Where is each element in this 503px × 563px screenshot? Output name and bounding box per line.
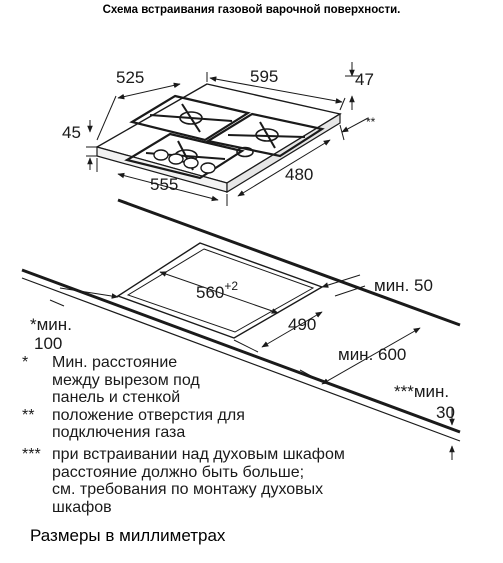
note-3-line-3: см. требования по монтажу духовых	[52, 481, 324, 498]
knob-4	[200, 162, 216, 174]
dim-min-100-label: *мин.	[30, 315, 72, 334]
dim-min-30-label: ***мин.	[394, 382, 449, 401]
gas-connection-marker: **	[366, 115, 376, 129]
dim-490: 490	[288, 315, 316, 334]
knob-1	[153, 149, 169, 161]
dim-595: 595	[250, 67, 278, 86]
dim-min-600: мин. 600	[338, 345, 406, 364]
knob-3	[183, 157, 199, 169]
knob-2	[168, 153, 184, 165]
dim-560: 560+2	[196, 279, 238, 302]
dim-min-100-value: 100	[34, 334, 62, 353]
dim-560-value: 560	[196, 283, 224, 302]
dim-47: 47	[355, 70, 374, 89]
note-2-mark: **	[22, 406, 35, 424]
note-2-line-2: подключения газа	[52, 424, 186, 441]
note-3-line-4: шкафов	[52, 498, 112, 516]
note-1-line-3: панель и стенкой	[52, 389, 181, 406]
worktop-front-line	[21, 277, 461, 442]
dim-min-30-value: 30	[436, 403, 455, 422]
burner-1	[179, 111, 203, 125]
diagram-title: Схема встраивания газовой варочной повер…	[102, 4, 401, 16]
note-1-line-1: Мин. расстояние	[52, 354, 178, 371]
dim-45: 45	[62, 123, 81, 142]
grate-left	[129, 94, 251, 142]
dim-min-50: мин. 50	[374, 276, 433, 295]
worktop-dimension-labels: 560+2 490 мин. 50 *мин. 100 мин. 600 ***…	[30, 276, 455, 422]
note-2-line-1: положение отверстия для	[52, 406, 245, 424]
dim-555: 555	[150, 175, 178, 194]
worktop-left-edge	[21, 268, 461, 434]
control-knobs	[153, 149, 216, 174]
hob-dimension-labels: 525 595 47 45 ** 555 480	[62, 67, 376, 194]
note-3-line-2: расстояние должно быть больше;	[52, 463, 305, 481]
worktop-dimensions	[49, 271, 455, 460]
note-1-mark: *	[22, 354, 29, 371]
units-label: Размеры в миллиметрах	[30, 526, 226, 545]
worktop-back-edge	[117, 198, 461, 327]
note-1-line-2: между вырезом под	[52, 371, 200, 389]
note-3-line-1: при встраивании над духовым шкафом	[52, 446, 345, 463]
dim-480: 480	[285, 165, 313, 184]
dim-525: 525	[116, 68, 144, 87]
dim-560-tolerance: +2	[224, 279, 238, 293]
note-3-mark: ***	[22, 446, 41, 463]
hob-dimensions	[86, 62, 369, 206]
